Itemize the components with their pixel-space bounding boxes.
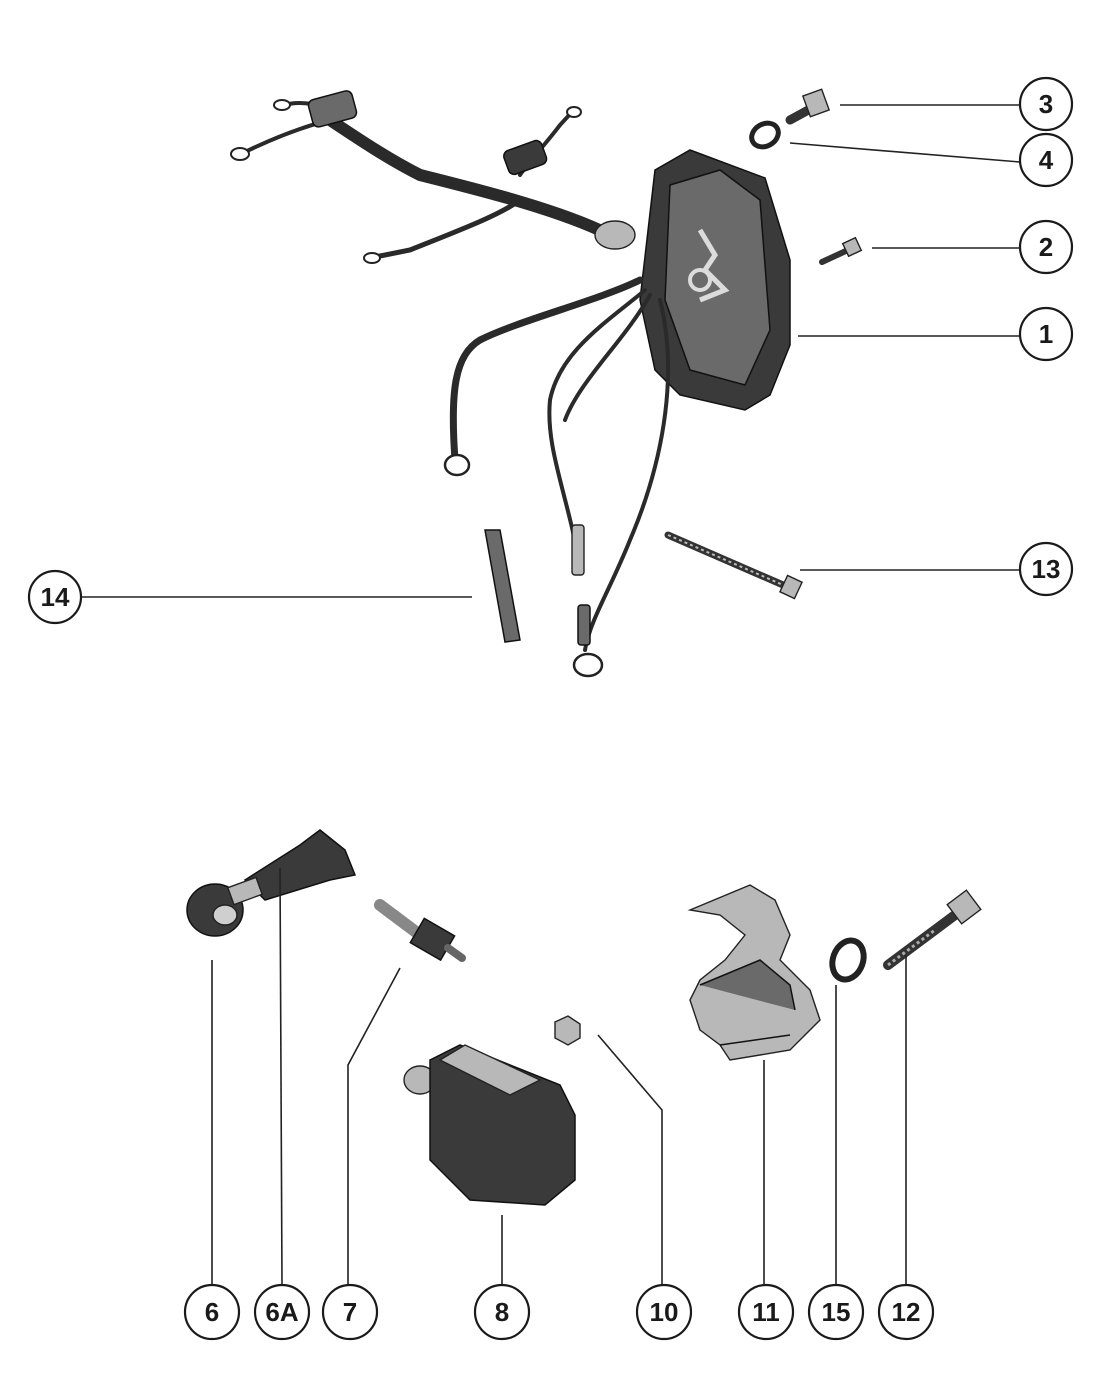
callout-6-label: 6 bbox=[205, 1297, 219, 1327]
callout-13: 13 bbox=[1018, 541, 1074, 597]
callout-11: 11 bbox=[737, 1283, 795, 1341]
bolt-12 bbox=[883, 889, 982, 970]
wire-harness-upper bbox=[230, 90, 616, 264]
callout-10-label: 10 bbox=[650, 1297, 679, 1327]
screw-13 bbox=[664, 531, 803, 600]
leader-lines bbox=[82, 104, 1021, 1286]
callout-2: 2 bbox=[1018, 219, 1074, 275]
callout-14-label: 14 bbox=[41, 582, 70, 612]
callout-13-label: 13 bbox=[1032, 554, 1061, 584]
callout-7-label: 7 bbox=[343, 1297, 357, 1327]
callout-1-label: 1 bbox=[1039, 319, 1053, 349]
callout-4-label: 4 bbox=[1039, 145, 1054, 175]
callout-15: 15 bbox=[807, 1283, 865, 1341]
bracket-11 bbox=[687, 884, 821, 1061]
switch-box-body bbox=[594, 149, 791, 411]
callout-12-label: 12 bbox=[892, 1297, 921, 1327]
cap-6 bbox=[186, 883, 244, 937]
sleeve-14 bbox=[484, 529, 521, 643]
spark-plug-7 bbox=[374, 899, 466, 962]
callout-7: 7 bbox=[321, 1283, 379, 1341]
washer-15 bbox=[829, 937, 867, 983]
bolt-3 bbox=[785, 88, 831, 125]
ignition-coil-8 bbox=[403, 1044, 576, 1206]
callout-6: 6 bbox=[183, 1283, 241, 1341]
callout-1: 1 bbox=[1018, 306, 1074, 362]
callout-2-label: 2 bbox=[1039, 232, 1053, 262]
switch-box-assembly bbox=[230, 90, 791, 678]
nut-10 bbox=[554, 1015, 581, 1046]
callout-3-label: 3 bbox=[1039, 89, 1053, 119]
callout-15-label: 15 bbox=[822, 1297, 851, 1327]
screw-2 bbox=[819, 236, 863, 265]
callout-10: 10 bbox=[635, 1283, 693, 1341]
callout-8-label: 8 bbox=[495, 1297, 509, 1327]
callout-8: 8 bbox=[473, 1283, 531, 1341]
callout-11-label: 11 bbox=[752, 1297, 780, 1327]
callout-14: 14 bbox=[27, 569, 83, 625]
callout-6a-label: 6A bbox=[265, 1297, 298, 1327]
callout-3: 3 bbox=[1018, 76, 1074, 132]
wire-harness-lower bbox=[443, 276, 670, 678]
spark-plug-boot-6a bbox=[226, 829, 357, 906]
callout-12: 12 bbox=[877, 1283, 935, 1341]
callout-4: 4 bbox=[1018, 132, 1074, 188]
washer-4 bbox=[749, 120, 781, 150]
callout-6a: 6A bbox=[253, 1283, 311, 1341]
